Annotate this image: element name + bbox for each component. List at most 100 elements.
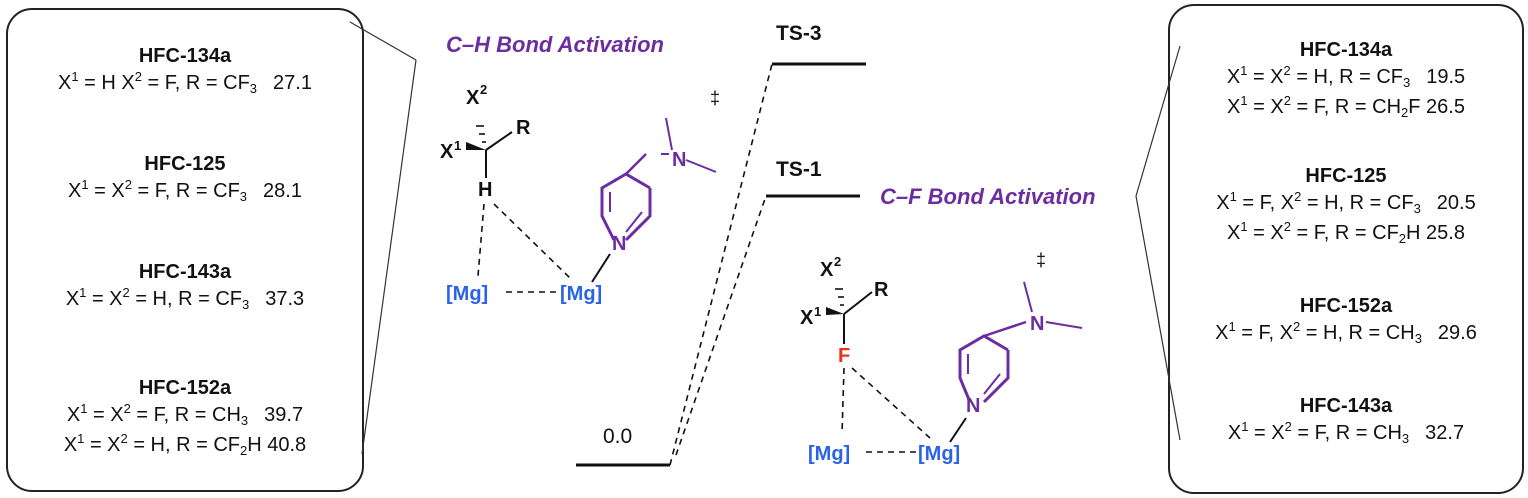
formula-text: = X [1247, 222, 1284, 244]
wedge-bond [466, 142, 486, 150]
formula-text: 19.5 [1426, 66, 1466, 88]
atom-label: X [820, 259, 834, 281]
compound-name: HFC-125 [1305, 165, 1387, 187]
superscript: 2 [123, 401, 131, 416]
h-mg-interaction [493, 203, 571, 279]
formula-text: X [1227, 422, 1242, 444]
c-f-activation-title: C–F Bond Activation [880, 184, 1096, 209]
callout-line [361, 59, 417, 455]
superscript: 1 [77, 431, 85, 446]
formula-text: = F, R = CF [1290, 222, 1399, 244]
formula-text: = F, R = CH [1291, 422, 1402, 444]
dmap-ring [600, 153, 652, 242]
connector-to-ts1 [675, 195, 767, 456]
formula-text: 39.7 [264, 404, 304, 426]
formula-text: = X [87, 404, 124, 426]
ring-bonds [958, 334, 1009, 403]
callout-line [349, 21, 417, 61]
superscript: 1 [1240, 63, 1248, 78]
methyl-bonds [1023, 281, 1083, 329]
superscript: 1 [1228, 319, 1236, 334]
formula-text: = F, R = CF [141, 72, 250, 94]
atom-label: X [800, 307, 814, 329]
subscript: 2 [1398, 231, 1407, 246]
compound-name: HFC-143a [1299, 395, 1393, 417]
formula-text: = X [86, 288, 123, 310]
superscript: 1 [1240, 219, 1248, 234]
formula-text: X [1226, 66, 1241, 88]
barrier-line: X1 = X2 = F, R = CH2F 26.5 [1170, 92, 1522, 122]
atom-label: 1 [454, 138, 461, 153]
formula-text: 29.6 [1437, 322, 1477, 344]
ring-double-bond [625, 211, 643, 233]
ring-bonds [624, 188, 652, 242]
superscript: 2 [120, 431, 128, 446]
formula-text: = X [88, 180, 125, 202]
formula-text: X [1215, 322, 1229, 344]
formula-text: 32.7 [1425, 422, 1465, 444]
formula-text: = F, R = CH [1290, 96, 1402, 118]
formula-text: = H, R = CH [1300, 322, 1415, 344]
c-h-transition-state-structure: X 2 X 1 R H [Mg] [Mg] N N [440, 82, 720, 305]
formula-text: X [1227, 96, 1241, 118]
formula-text: = F, X [1236, 192, 1295, 214]
superscript: 1 [1240, 93, 1248, 108]
amine-n-label: N [672, 149, 686, 171]
superscript: 1 [1241, 419, 1249, 434]
formula-text: = X [1248, 422, 1285, 444]
formula-text: 37.3 [265, 288, 305, 310]
mg-n-bond [591, 253, 611, 283]
compound-name: HFC-134a [138, 45, 232, 67]
connector-to-ts3 [669, 63, 773, 466]
atom-label: 1 [814, 304, 821, 319]
superscript: 2 [124, 177, 132, 192]
subscript: 3 [242, 297, 250, 312]
compound-name: HFC-152a [1299, 295, 1393, 317]
callout-line [1135, 45, 1181, 197]
formula-text: H 25.8 [1406, 222, 1465, 244]
superscript: 2 [122, 285, 130, 300]
formula-text: = H, R = CF [1301, 192, 1414, 214]
formula-text: X [1216, 192, 1230, 214]
bond [485, 131, 513, 151]
bonds [485, 131, 513, 178]
superscript: 1 [71, 69, 79, 84]
bond [843, 291, 873, 315]
formula-text: X [66, 404, 81, 426]
connectors [669, 63, 773, 466]
atom-label: R [516, 117, 531, 139]
superscript: 2 [134, 69, 142, 84]
compound-name: HFC-134a [1299, 39, 1393, 61]
wedge-bond [826, 307, 844, 315]
f-mg-interaction [851, 367, 931, 439]
formula-text: X [58, 72, 72, 94]
formula-text: = H, R = CF [127, 434, 241, 456]
subscript: 3 [249, 81, 258, 96]
superscript: 2 [1292, 319, 1301, 334]
amine-n-label: N [1030, 313, 1044, 335]
callout-line [1135, 195, 1181, 441]
subscript: 3 [1401, 431, 1410, 446]
atom-label: R [874, 279, 889, 301]
ring-bonds [982, 350, 1010, 404]
subscript: 3 [1403, 75, 1411, 90]
superscript: 2 [1283, 93, 1291, 108]
atom-label: 2 [480, 82, 487, 97]
hashed-bond [835, 288, 844, 306]
barrier-line: X1 = X2 = F, R = CF2H 25.8 [1170, 218, 1522, 248]
